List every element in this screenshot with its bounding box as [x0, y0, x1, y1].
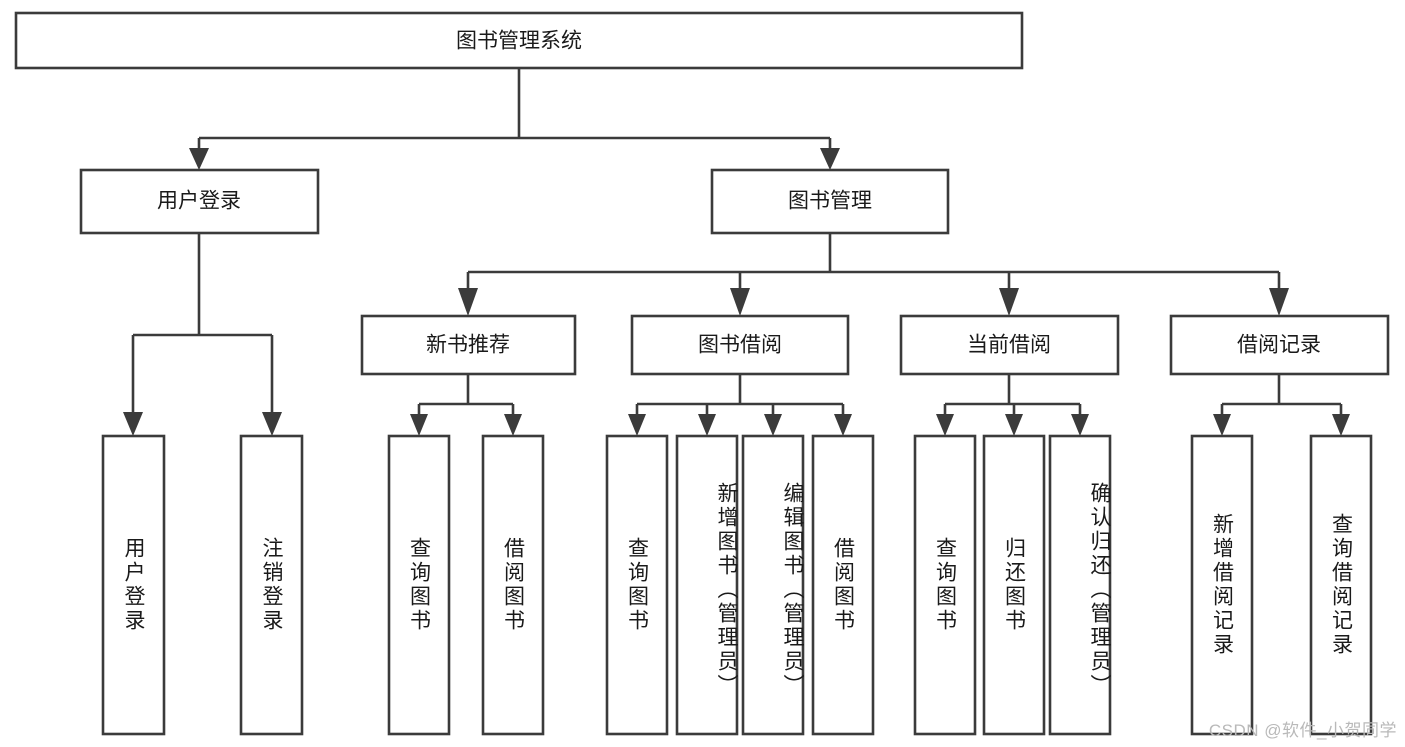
leaf-box-borrow-book-b[interactable] [811, 434, 875, 736]
node-book-manage-label: 图书管理 [788, 190, 872, 213]
arrow-to-book-borrow [730, 288, 750, 316]
leaf-box-add-record[interactable] [1190, 434, 1254, 736]
watermark-text: CSDN @软件_小贺同学 [1208, 721, 1397, 740]
node-boxes-group [14, 11, 1390, 736]
arrow-to-leaf-add-record [1213, 414, 1231, 436]
node-labels-group: 图书管理系统 用户登录 图书管理 新书推荐 图书借阅 当前借阅 借阅记录 [157, 30, 1321, 357]
node-root-label: 图书管理系统 [456, 30, 582, 53]
node-new-book-rec-label: 新书推荐 [426, 334, 510, 357]
node-borrow-record-box[interactable] [1169, 314, 1390, 376]
node-new-book-rec-box[interactable] [360, 314, 577, 376]
arrow-to-leaf-query-book-b [628, 414, 646, 436]
node-user-login-label: 用户登录 [157, 190, 241, 213]
node-current-borrow-label: 当前借阅 [967, 334, 1051, 357]
arrow-to-leaf-query-book-c [936, 414, 954, 436]
node-book-manage-box[interactable] [710, 168, 950, 235]
leaf-box-user-login[interactable] [101, 434, 166, 736]
leaf-box-query-book-b[interactable] [605, 434, 669, 736]
arrow-to-leaf-query-book-a [410, 414, 428, 436]
arrow-to-leaf-logout [262, 412, 282, 436]
leaf-box-logout[interactable] [239, 434, 304, 736]
leaf-box-query-book-a[interactable] [387, 434, 451, 736]
node-borrow-record-label: 借阅记录 [1237, 334, 1321, 357]
arrow-to-leaf-confirm-return [1071, 414, 1089, 436]
arrow-to-leaf-add-book [698, 414, 716, 436]
arrow-to-leaf-borrow-book-b [834, 414, 852, 436]
arrow-to-new-book-rec [458, 288, 478, 316]
node-current-borrow-box[interactable] [899, 314, 1120, 376]
leaf-box-borrow-book-a[interactable] [481, 434, 545, 736]
node-root-box[interactable] [14, 11, 1024, 70]
leaf-box-confirm-return[interactable] [1048, 434, 1112, 736]
arrow-to-book-manage [820, 148, 840, 170]
leaf-box-edit-book[interactable] [741, 434, 805, 736]
arrow-to-current-borrow [999, 288, 1019, 316]
arrowheads-group [123, 148, 1350, 436]
arrow-to-leaf-query-record [1332, 414, 1350, 436]
arrow-to-user-login [189, 148, 209, 170]
node-book-borrow-label: 图书借阅 [698, 334, 782, 357]
leaf-box-query-record[interactable] [1309, 434, 1373, 736]
arrow-to-borrow-record [1269, 288, 1289, 316]
arrow-to-leaf-return-book [1005, 414, 1023, 436]
arrow-to-leaf-user-login [123, 412, 143, 436]
node-book-borrow-box[interactable] [630, 314, 850, 376]
leaf-box-query-book-c[interactable] [913, 434, 977, 736]
arrow-to-leaf-borrow-book-a [504, 414, 522, 436]
leaf-box-add-book[interactable] [675, 434, 739, 736]
leaf-box-return-book[interactable] [982, 434, 1046, 736]
arrow-to-leaf-edit-book [764, 414, 782, 436]
node-user-login-box[interactable] [79, 168, 320, 235]
